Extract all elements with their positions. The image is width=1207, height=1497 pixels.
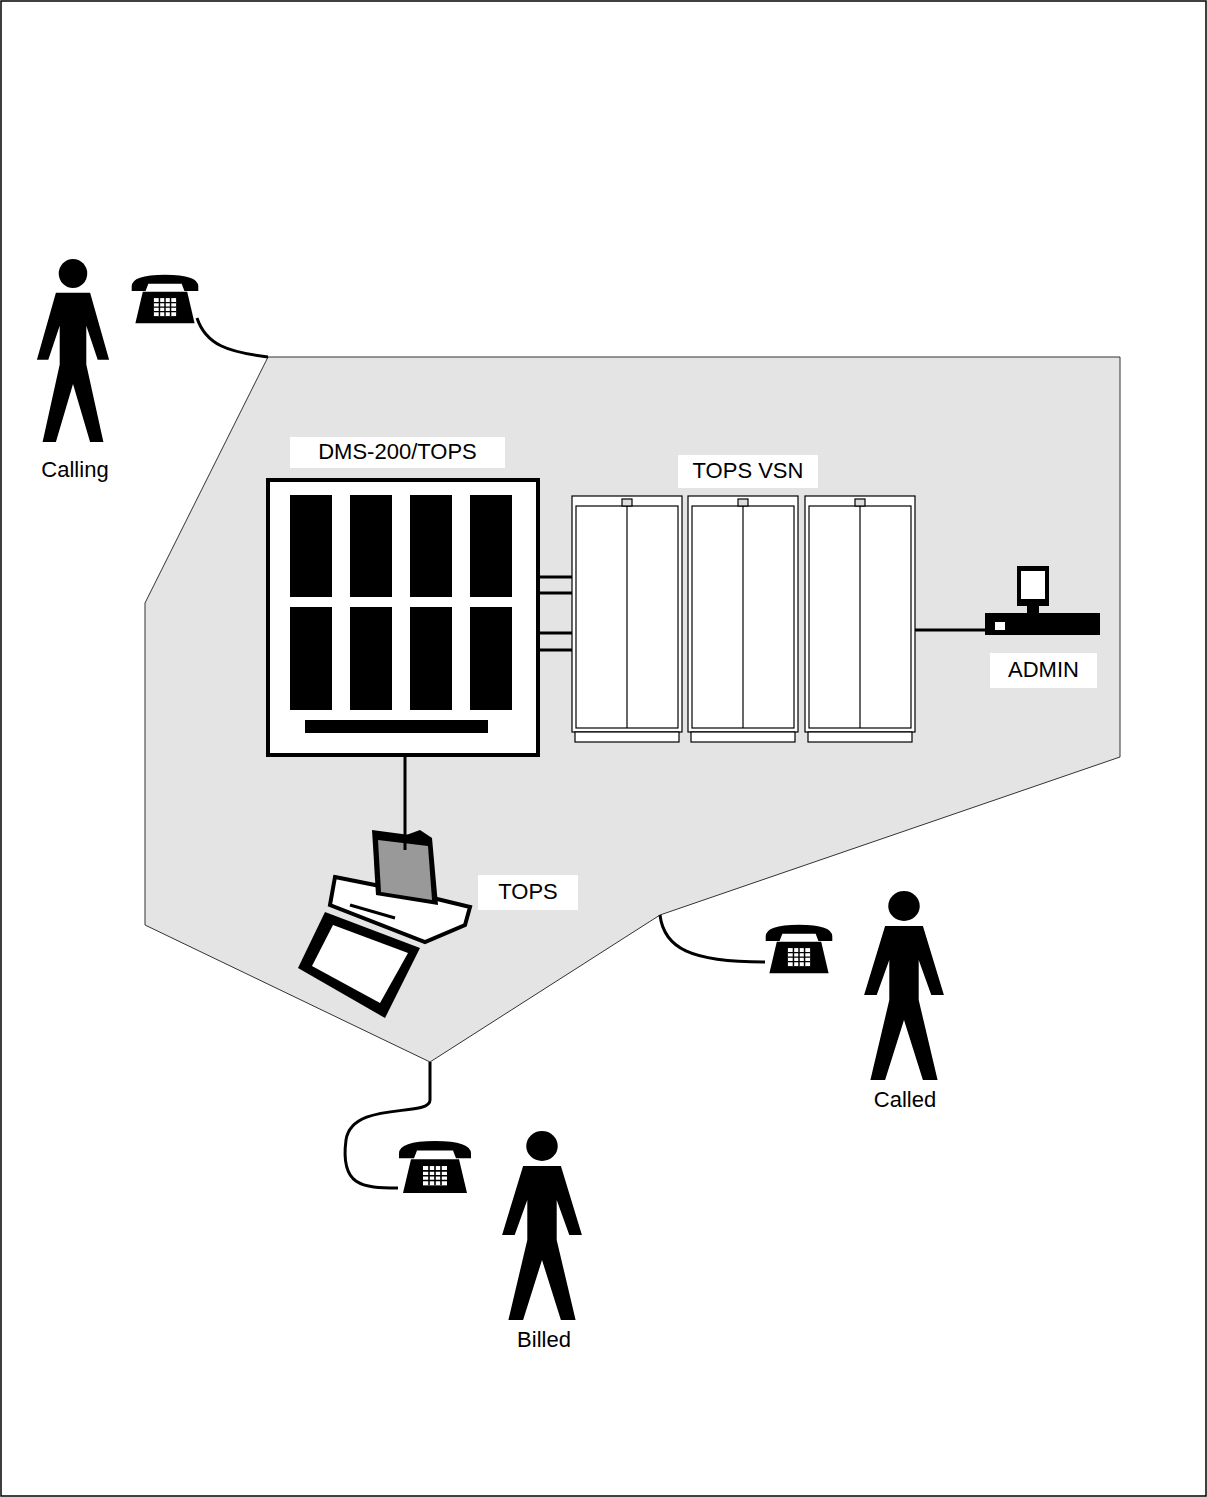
person-figure [864,891,944,1080]
connector-line [915,629,985,632]
telephone [132,275,199,324]
person-node: Calling [25,255,210,485]
vsn-cabinets [572,496,915,742]
node-label: TOPS VSN [678,455,818,488]
person-node: Billed [395,1125,590,1355]
node-label: TOPS [478,875,578,910]
node-label: ADMIN [990,653,1097,688]
person-figure [502,1131,582,1320]
switch-cabinet [268,480,538,755]
phone-cord [660,915,765,962]
node-label: Calling [25,455,125,485]
person-node: Called [760,885,950,1115]
admin-terminal [985,566,1100,635]
phone-cord [197,318,268,357]
telephone [766,925,833,974]
server-node: TOPS VSN [572,455,915,742]
switch-node: DMS-200/TOPS [268,435,538,755]
node-label: Called [858,1085,952,1115]
person-figure [37,259,109,442]
connector-line [538,577,572,650]
connector-line [404,755,407,850]
telephone [399,1141,471,1193]
node-label: Billed [497,1325,591,1355]
network-region [145,357,1120,1062]
terminal-node: TOPS [298,850,578,1020]
terminal-node: ADMIN [985,565,1100,688]
phone-cord [345,1062,430,1188]
node-label: DMS-200/TOPS [290,437,505,468]
operator-terminal [298,830,470,1018]
